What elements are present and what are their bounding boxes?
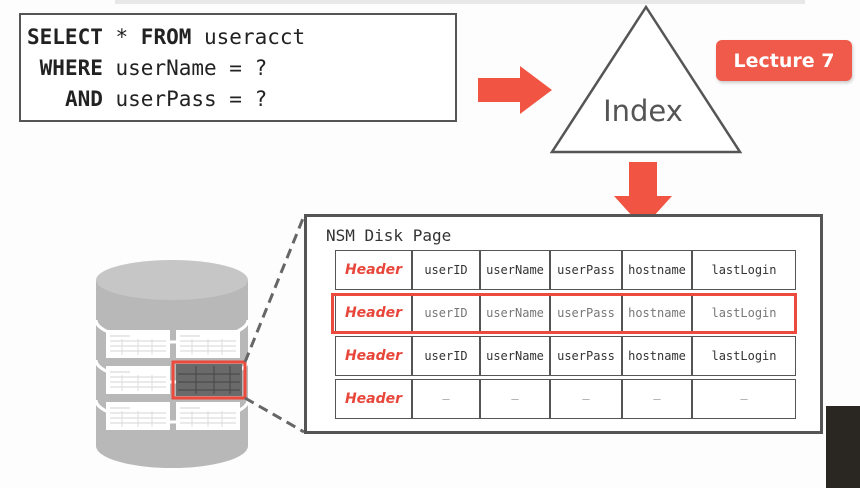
row-1-userid: userID [412, 250, 480, 290]
row-3-userpass: userPass [550, 336, 622, 376]
database-icon [94, 260, 250, 468]
sql-where-clause: userName = ? [102, 56, 268, 80]
row-2-lastlogin: lastLogin [692, 293, 796, 333]
arrow-down-icon [614, 162, 672, 228]
video-overlay-edge [826, 406, 860, 488]
row-3-username: userName [480, 336, 550, 376]
sql-table-name: useracct [191, 25, 306, 49]
row-3-hostname: hostname [622, 336, 692, 376]
row-1-username: userName [480, 250, 550, 290]
row-1-userpass: userPass [550, 250, 622, 290]
row-3-header: Header [335, 336, 412, 376]
row-1-hostname: hostname [622, 250, 692, 290]
row-4-empty-cell: – [480, 379, 550, 419]
sql-keyword-select: SELECT [27, 25, 103, 49]
disk-page-title: NSM Disk Page [326, 226, 452, 245]
sql-line-2: WHERE userName = ? [27, 55, 268, 81]
sql-select-star: * [102, 25, 141, 49]
row-2-userid: userID [412, 293, 480, 333]
row-1-header: Header [335, 250, 412, 290]
top-divider [115, 0, 805, 4]
index-triangle-icon [549, 4, 743, 154]
row-2-username: userName [480, 293, 550, 333]
lecture-badge: Lecture 7 [716, 40, 852, 81]
row-2-hostname: hostname [622, 293, 692, 333]
sql-and-clause: userPass = ? [102, 87, 268, 111]
row-2-header: Header [335, 293, 412, 333]
sql-query-box: SELECT * FROM useracct WHERE userName = … [19, 13, 457, 122]
row-2-userpass: userPass [550, 293, 622, 333]
row-1-lastlogin: lastLogin [692, 250, 796, 290]
row-4-empty-cell: – [412, 379, 480, 419]
row-4-empty-cell: – [692, 379, 796, 419]
sql-keyword-and: AND [64, 87, 103, 111]
sql-keyword-from: FROM [140, 25, 192, 49]
row-4-empty-cell: – [622, 379, 692, 419]
sql-line-1: SELECT * FROM useracct [27, 24, 305, 50]
row-3-lastlogin: lastLogin [692, 336, 796, 376]
row-4-header: Header [335, 379, 412, 419]
sql-line-3: AND userPass = ? [27, 86, 267, 112]
row-4-empty-cell: – [550, 379, 622, 419]
index-label: Index [603, 94, 683, 128]
arrow-right-icon [478, 66, 552, 114]
row-3-userid: userID [412, 336, 480, 376]
sql-keyword-where: WHERE [39, 56, 103, 80]
